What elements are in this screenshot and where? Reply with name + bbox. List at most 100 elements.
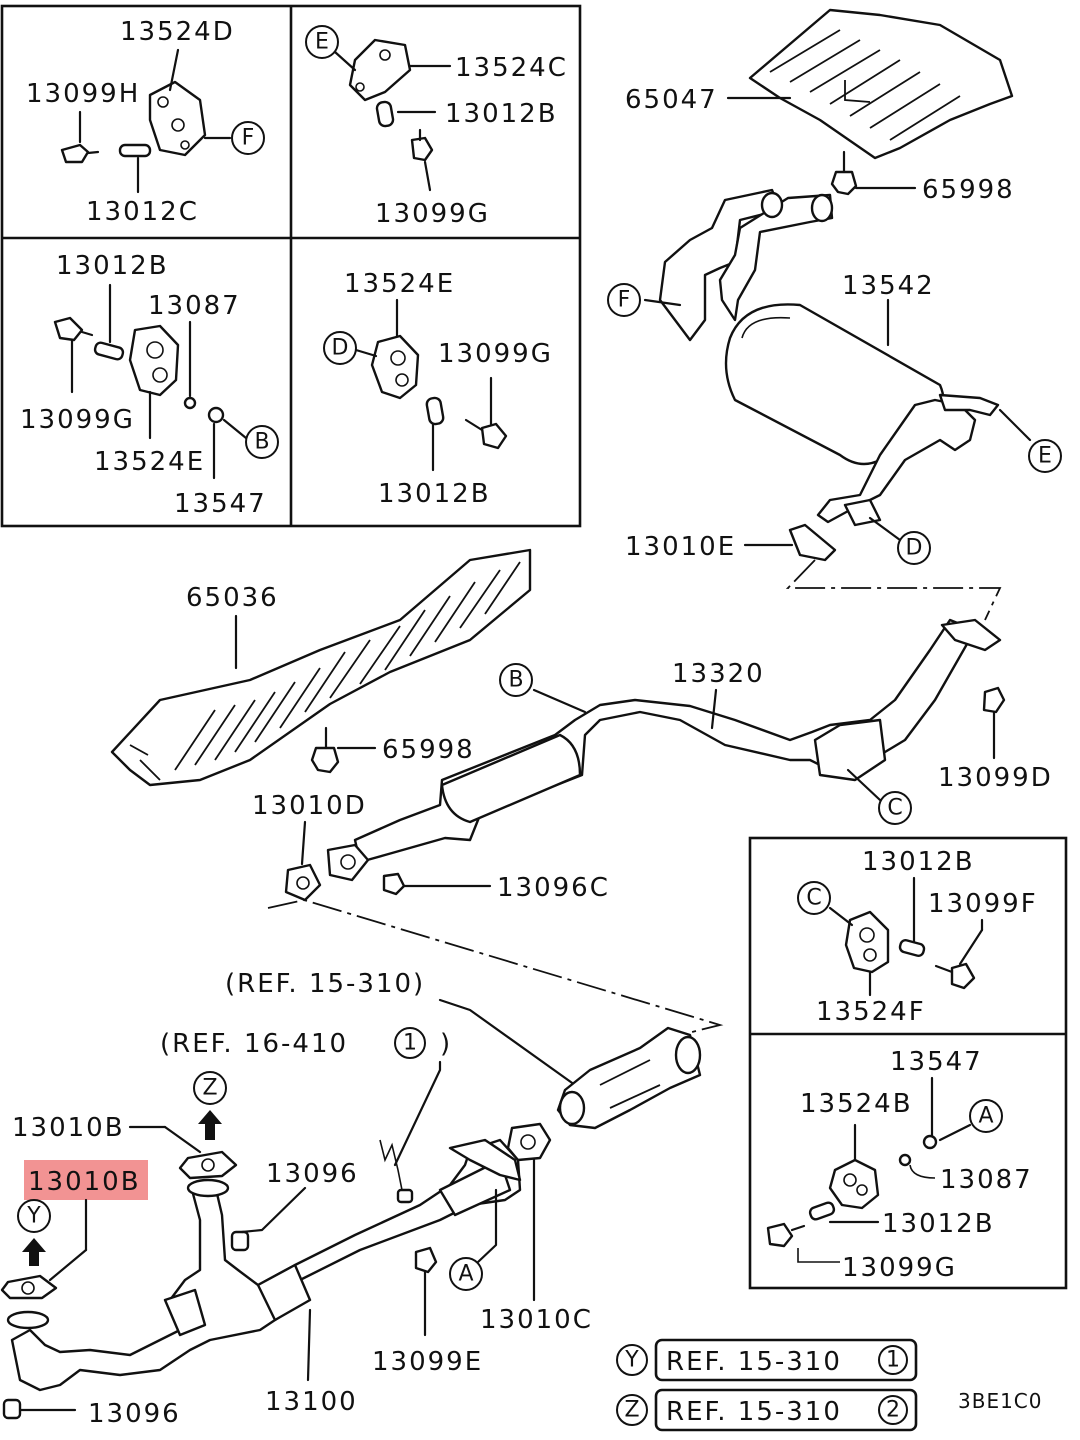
bolt-65998-mid — [310, 726, 377, 774]
legend-z-num: 2 — [886, 1398, 900, 1423]
label-13099g-p6: 13099G — [842, 1253, 957, 1283]
panel-hanger-13524e-left — [53, 283, 248, 480]
legend-y — [616, 1338, 918, 1382]
label-13099f: 13099F — [928, 889, 1038, 919]
legend-z — [616, 1388, 918, 1432]
label-65036: 65036 — [186, 583, 279, 613]
ref-circle-b-main — [499, 663, 533, 697]
ref-letter-c-p5: C — [806, 886, 821, 911]
label-13547-p6: 13547 — [890, 1047, 983, 1077]
front-pipe-13100 — [6, 1138, 522, 1392]
ref-letter-e-main: E — [1038, 444, 1052, 469]
ref-letter-a-main: A — [458, 1262, 473, 1287]
ref-circle-f-p1 — [231, 121, 265, 155]
heat-shield-65047 — [748, 8, 1014, 160]
label-13010d: 13010D — [252, 791, 367, 821]
bolt-13099e — [414, 1246, 438, 1337]
label-13012b-p6: 13012B — [882, 1209, 995, 1239]
ref-letter-b-p3: B — [254, 430, 269, 455]
label-13320: 13320 — [672, 659, 765, 689]
gasket-13010b-z — [128, 1125, 238, 1180]
top-left-panel-grid — [0, 4, 582, 528]
bolt-13099d — [982, 686, 1006, 760]
oxygen-sensor-ref — [379, 1139, 414, 1204]
nut-13096c — [382, 872, 492, 896]
label-13012b-p5: 13012B — [862, 847, 975, 877]
ref-16-410-num-circle — [394, 1027, 426, 1059]
label-13524d: 13524D — [120, 17, 235, 47]
label-13099d: 13099D — [938, 763, 1053, 793]
gasket-13010c — [506, 1122, 552, 1302]
label-13012c: 13012C — [86, 197, 199, 227]
nut-13096-lower — [2, 1398, 77, 1420]
label-13524f: 13524F — [816, 997, 926, 1027]
panel-hanger-13524d — [60, 48, 232, 194]
arrow-up-icon-y — [22, 1238, 46, 1266]
ref-letter-d-p4: D — [332, 336, 349, 361]
ref-letter-d-main: D — [906, 536, 923, 561]
label-13096-upper: 13096 — [266, 1159, 359, 1189]
label-65998-mid: 65998 — [382, 735, 475, 765]
ref-circle-a-main — [449, 1257, 483, 1291]
label-13012b-p3: 13012B — [56, 251, 169, 281]
ref-16-410-num: 1 — [403, 1031, 417, 1056]
ref-circle-f-main — [607, 283, 641, 317]
ref-letter-a-p6: A — [978, 1104, 993, 1129]
label-13542: 13542 — [842, 271, 935, 301]
label-13087-p3: 13087 — [148, 291, 241, 321]
catalytic-converter-ref — [556, 1026, 702, 1130]
legend-z-letter: Z — [624, 1398, 639, 1423]
label-13547-p3: 13547 — [174, 489, 267, 519]
panel-hanger-13524b — [766, 1076, 972, 1263]
diagram-code: 3BE1C0 — [958, 1389, 1043, 1413]
ref-letter-z: Z — [202, 1076, 217, 1101]
panel-hanger-13524f — [828, 876, 984, 997]
label-13524b: 13524B — [800, 1089, 913, 1119]
legend-z-text: REF. 15-310 — [666, 1397, 842, 1427]
legend-y-num: 1 — [886, 1348, 900, 1373]
label-13087-p6: 13087 — [940, 1165, 1033, 1195]
ref-letter-b-main: B — [508, 668, 523, 693]
label-13096-lower: 13096 — [88, 1399, 181, 1429]
ref-letter-c-main: C — [887, 796, 902, 821]
ref-circle-d-p4 — [323, 331, 357, 365]
ref-letter-y: Y — [26, 1204, 41, 1229]
gasket-13010b-y — [0, 1274, 58, 1300]
ref-letter-e-p2: E — [315, 30, 329, 55]
label-13010e: 13010E — [625, 532, 736, 562]
ref-circle-b-p3 — [245, 425, 279, 459]
label-13012b-p4: 13012B — [378, 479, 491, 509]
legend-y-text: REF. 15-310 — [666, 1347, 842, 1377]
nut-13096-upper — [230, 1186, 307, 1252]
label-65998-top: 65998 — [922, 175, 1015, 205]
ref-circle-c-p5 — [797, 881, 831, 915]
heat-shield-65036 — [110, 548, 532, 787]
ref-circle-d-main — [897, 531, 931, 565]
legend-y-letter: Y — [624, 1348, 639, 1373]
label-13010b-y: 13010B — [28, 1167, 141, 1197]
label-13100: 13100 — [265, 1387, 358, 1417]
label-13524c: 13524C — [455, 53, 568, 83]
label-13099g-p4: 13099G — [438, 339, 553, 369]
ref-circle-c-main — [878, 791, 912, 825]
gasket-13010e — [743, 523, 837, 562]
ref-15-310-note: (REF. 15-310) — [225, 969, 425, 999]
label-65047: 65047 — [625, 85, 718, 115]
label-13012b-p2: 13012B — [445, 99, 558, 129]
arrow-up-icon-z — [198, 1110, 222, 1140]
ref-circle-z — [193, 1071, 227, 1105]
label-13524e-p3: 13524E — [94, 447, 205, 477]
ref-16-410-note: (REF. 16-410 — [160, 1029, 348, 1059]
highlight-13010b — [24, 1160, 148, 1200]
ref-letter-f-main: F — [618, 288, 631, 313]
muffler-13542 — [658, 188, 1000, 527]
center-pipe-13320 — [326, 618, 1002, 882]
right-panel-grid — [748, 836, 1068, 1290]
label-13099e: 13099E — [372, 1347, 483, 1377]
ref-circle-e-p2 — [305, 25, 339, 59]
bolt-65998-top — [830, 150, 917, 196]
panel-hanger-13524c — [333, 38, 452, 192]
ref-circle-a-p6 — [969, 1099, 1003, 1133]
label-13099g-p2: 13099G — [375, 199, 490, 229]
